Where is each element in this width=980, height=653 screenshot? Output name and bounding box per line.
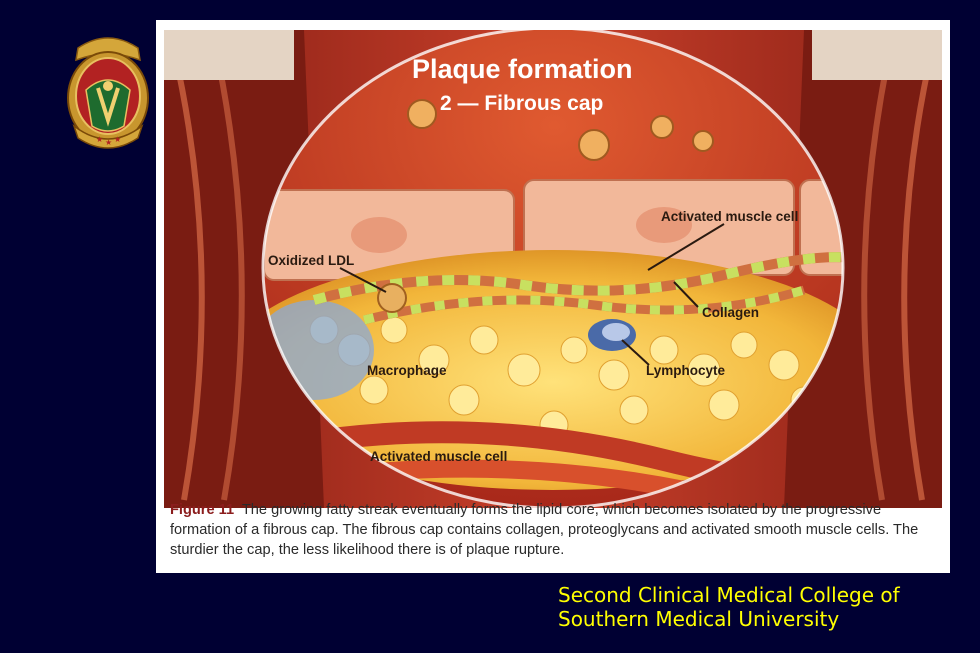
label-oxidized-ldl: Oxidized LDL (268, 253, 354, 268)
label-activated-muscle-cell-top: Activated muscle cell (661, 209, 798, 224)
university-logo: ★ ★ ★ (58, 30, 158, 158)
label-collagen: Collagen (702, 305, 759, 320)
svg-text:★: ★ (105, 138, 112, 147)
plaque-formation-illustration: Plaque formation 2 — Fibrous cap Activat… (164, 30, 942, 508)
attribution-line-2: Southern Medical University (558, 607, 840, 631)
figure-caption: Figure 11 The growing fatty streak event… (170, 500, 940, 560)
svg-text:★: ★ (96, 135, 103, 144)
label-lymphocyte: Lymphocyte (646, 363, 726, 378)
label-macrophage: Macrophage (367, 363, 447, 378)
diagram-title: Plaque formation (412, 54, 633, 84)
figure-image: Plaque formation 2 — Fibrous cap Activat… (156, 20, 950, 573)
figure-label: Figure 11 (170, 502, 235, 518)
caption-text: The growing fatty streak eventually form… (170, 502, 919, 558)
diagram-subtitle: 2 — Fibrous cap (440, 92, 603, 115)
svg-text:★: ★ (114, 135, 121, 144)
college-attribution: Second Clinical Medical College of South… (558, 583, 900, 631)
label-activated-muscle-cell-bottom: Activated muscle cell (370, 449, 507, 464)
attribution-line-1: Second Clinical Medical College of (558, 583, 900, 607)
